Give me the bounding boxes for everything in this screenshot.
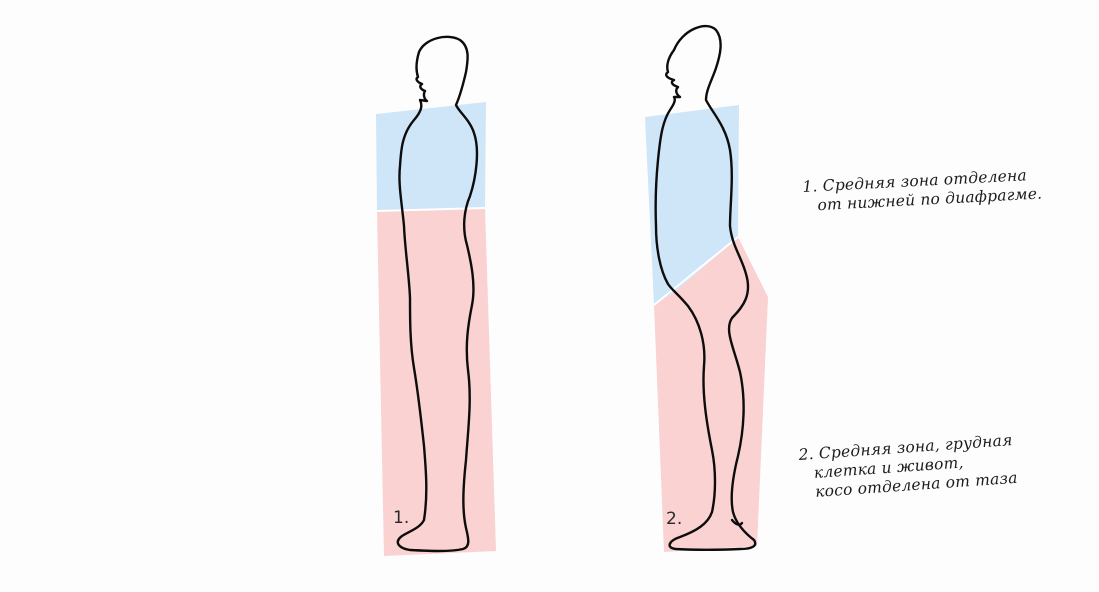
figure-2-number: 2. [666, 509, 682, 529]
figure-2: 2. [645, 26, 768, 552]
figure-1-number: 1. [393, 508, 409, 528]
figure-1: 1. [376, 37, 496, 556]
figure-1-lower-zone [377, 208, 496, 556]
